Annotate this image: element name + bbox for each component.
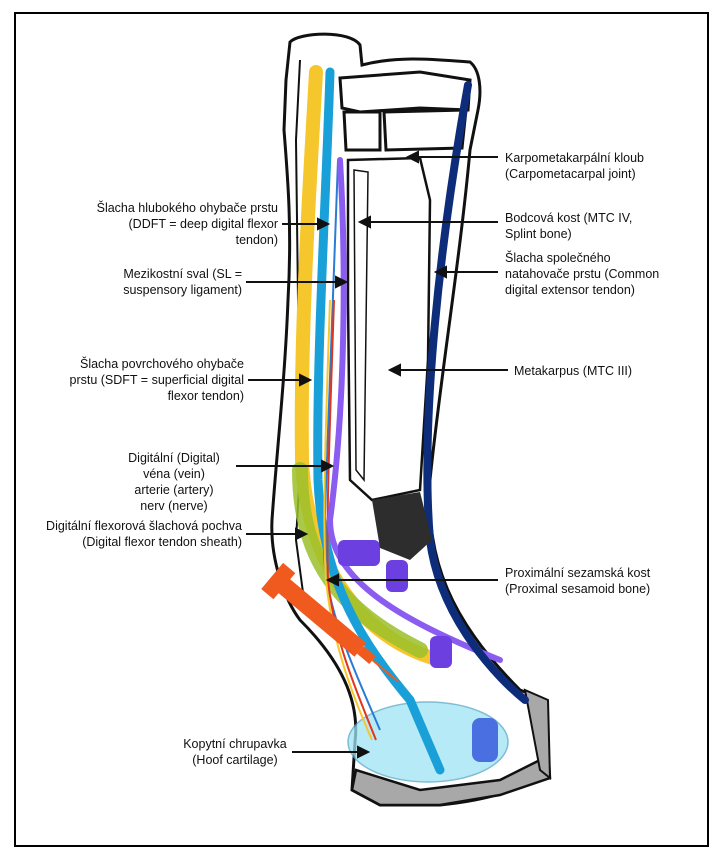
label-common-digital-extensor-tendon: Šlacha společného natahovače prstu (Comm… bbox=[505, 250, 659, 298]
label-splint-bone: Bodcová kost (MTC IV, Splint bone) bbox=[505, 210, 632, 242]
carpal-bones bbox=[340, 72, 470, 150]
label-proximal-sesamoid-bone: Proximální sezamská kost (Proximal sesam… bbox=[505, 565, 650, 597]
label-digital-neurovascular: Digitální (Digital) véna (vein) arterie … bbox=[114, 450, 234, 514]
label-ddft: Šlacha hlubokého ohybače prstu (DDFT = d… bbox=[46, 200, 278, 248]
fetlock-joint bbox=[372, 492, 432, 560]
sesamoid-bone-3 bbox=[430, 636, 452, 668]
label-carpometacarpal-joint: Karpometakarpální kloub (Carpometacarpal… bbox=[505, 150, 644, 182]
label-sdft: Šlacha povrchového ohybače prstu (SDFT =… bbox=[40, 356, 244, 404]
sesamoid-bone-1 bbox=[338, 540, 380, 566]
sesamoid-bone-2 bbox=[386, 560, 408, 592]
label-metacarpus: Metakarpus (MTC III) bbox=[514, 363, 632, 379]
label-suspensory-ligament: Mezikostní sval (SL = suspensory ligamen… bbox=[66, 266, 242, 298]
coffin-bone-navicular bbox=[472, 718, 498, 762]
label-digital-flexor-tendon-sheath: Digitální flexorová šlachová pochva (Dig… bbox=[30, 518, 242, 550]
label-hoof-cartilage: Kopytní chrupavka (Hoof cartilage) bbox=[180, 736, 290, 768]
